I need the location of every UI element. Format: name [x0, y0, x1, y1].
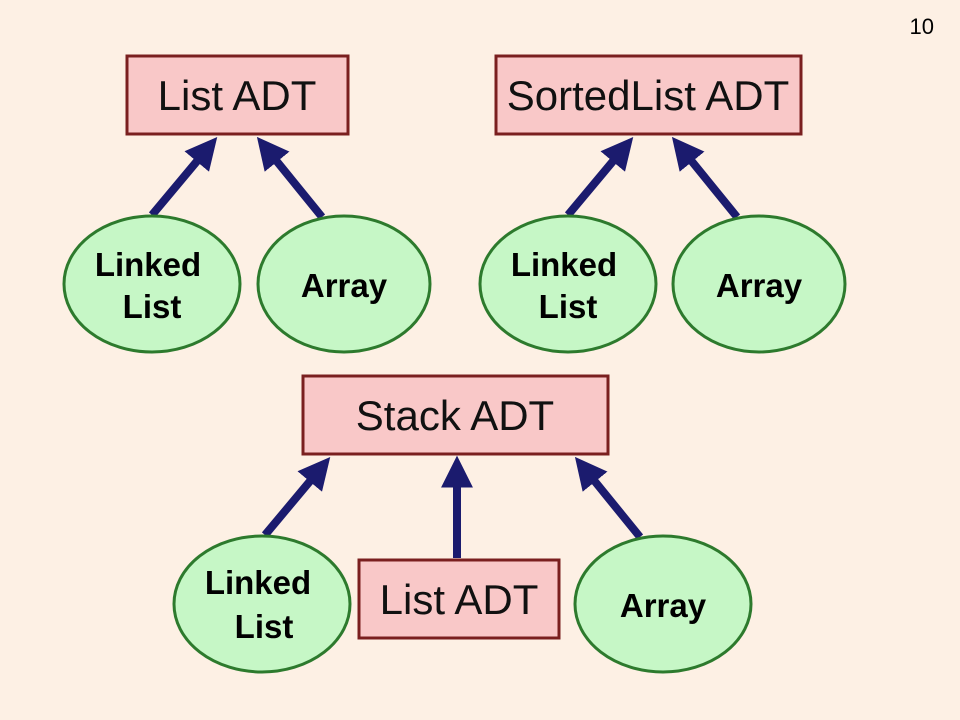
impl-ellipse-linked-list: Linked List — [478, 214, 658, 354]
adt-box-stack: Stack ADT — [301, 374, 610, 456]
impl-label-line1: Linked — [205, 564, 311, 601]
arrow-sortedlist-array — [671, 136, 741, 220]
arrow-stack-array — [574, 456, 644, 540]
group-list-adt: List ADT Linked List Array — [62, 54, 432, 354]
arrow-sortedlist-linkedlist — [564, 136, 634, 218]
adt-box-list: List ADT — [125, 54, 350, 136]
impl-label-line1: Array — [620, 587, 707, 624]
impl-box-list-adt: List ADT — [357, 558, 561, 640]
impl-label-line1: Linked — [95, 246, 201, 283]
adt-box-label: List ADT — [380, 576, 539, 623]
impl-label-line2: List — [539, 288, 598, 325]
arrow-list-linkedlist — [148, 136, 218, 218]
impl-label-line1: Linked — [511, 246, 617, 283]
impl-ellipse-array: Array — [256, 214, 432, 354]
adt-box-label: Stack ADT — [356, 392, 554, 439]
adt-box-label: List ADT — [158, 72, 317, 119]
group-sortedlist-adt: SortedList ADT Linked List Array — [478, 54, 847, 354]
adt-box-sortedlist: SortedList ADT — [494, 54, 803, 136]
page-number: 10 — [909, 14, 934, 39]
arrow-list-array — [256, 136, 326, 220]
impl-label-line2: List — [235, 608, 294, 645]
impl-ellipse-linked-list: Linked List — [172, 534, 352, 674]
impl-ellipse-linked-list: Linked List — [62, 214, 242, 354]
impl-label-line2: List — [123, 288, 182, 325]
arrow-stack-linkedlist — [261, 456, 331, 538]
group-stack-adt: Stack ADT Linked List List ADT Array — [172, 374, 753, 674]
impl-label-line1: Array — [301, 267, 388, 304]
impl-label-line1: Array — [716, 267, 803, 304]
impl-ellipse-array: Array — [671, 214, 847, 354]
adt-box-label: SortedList ADT — [507, 72, 789, 119]
impl-ellipse-array: Array — [573, 534, 753, 674]
